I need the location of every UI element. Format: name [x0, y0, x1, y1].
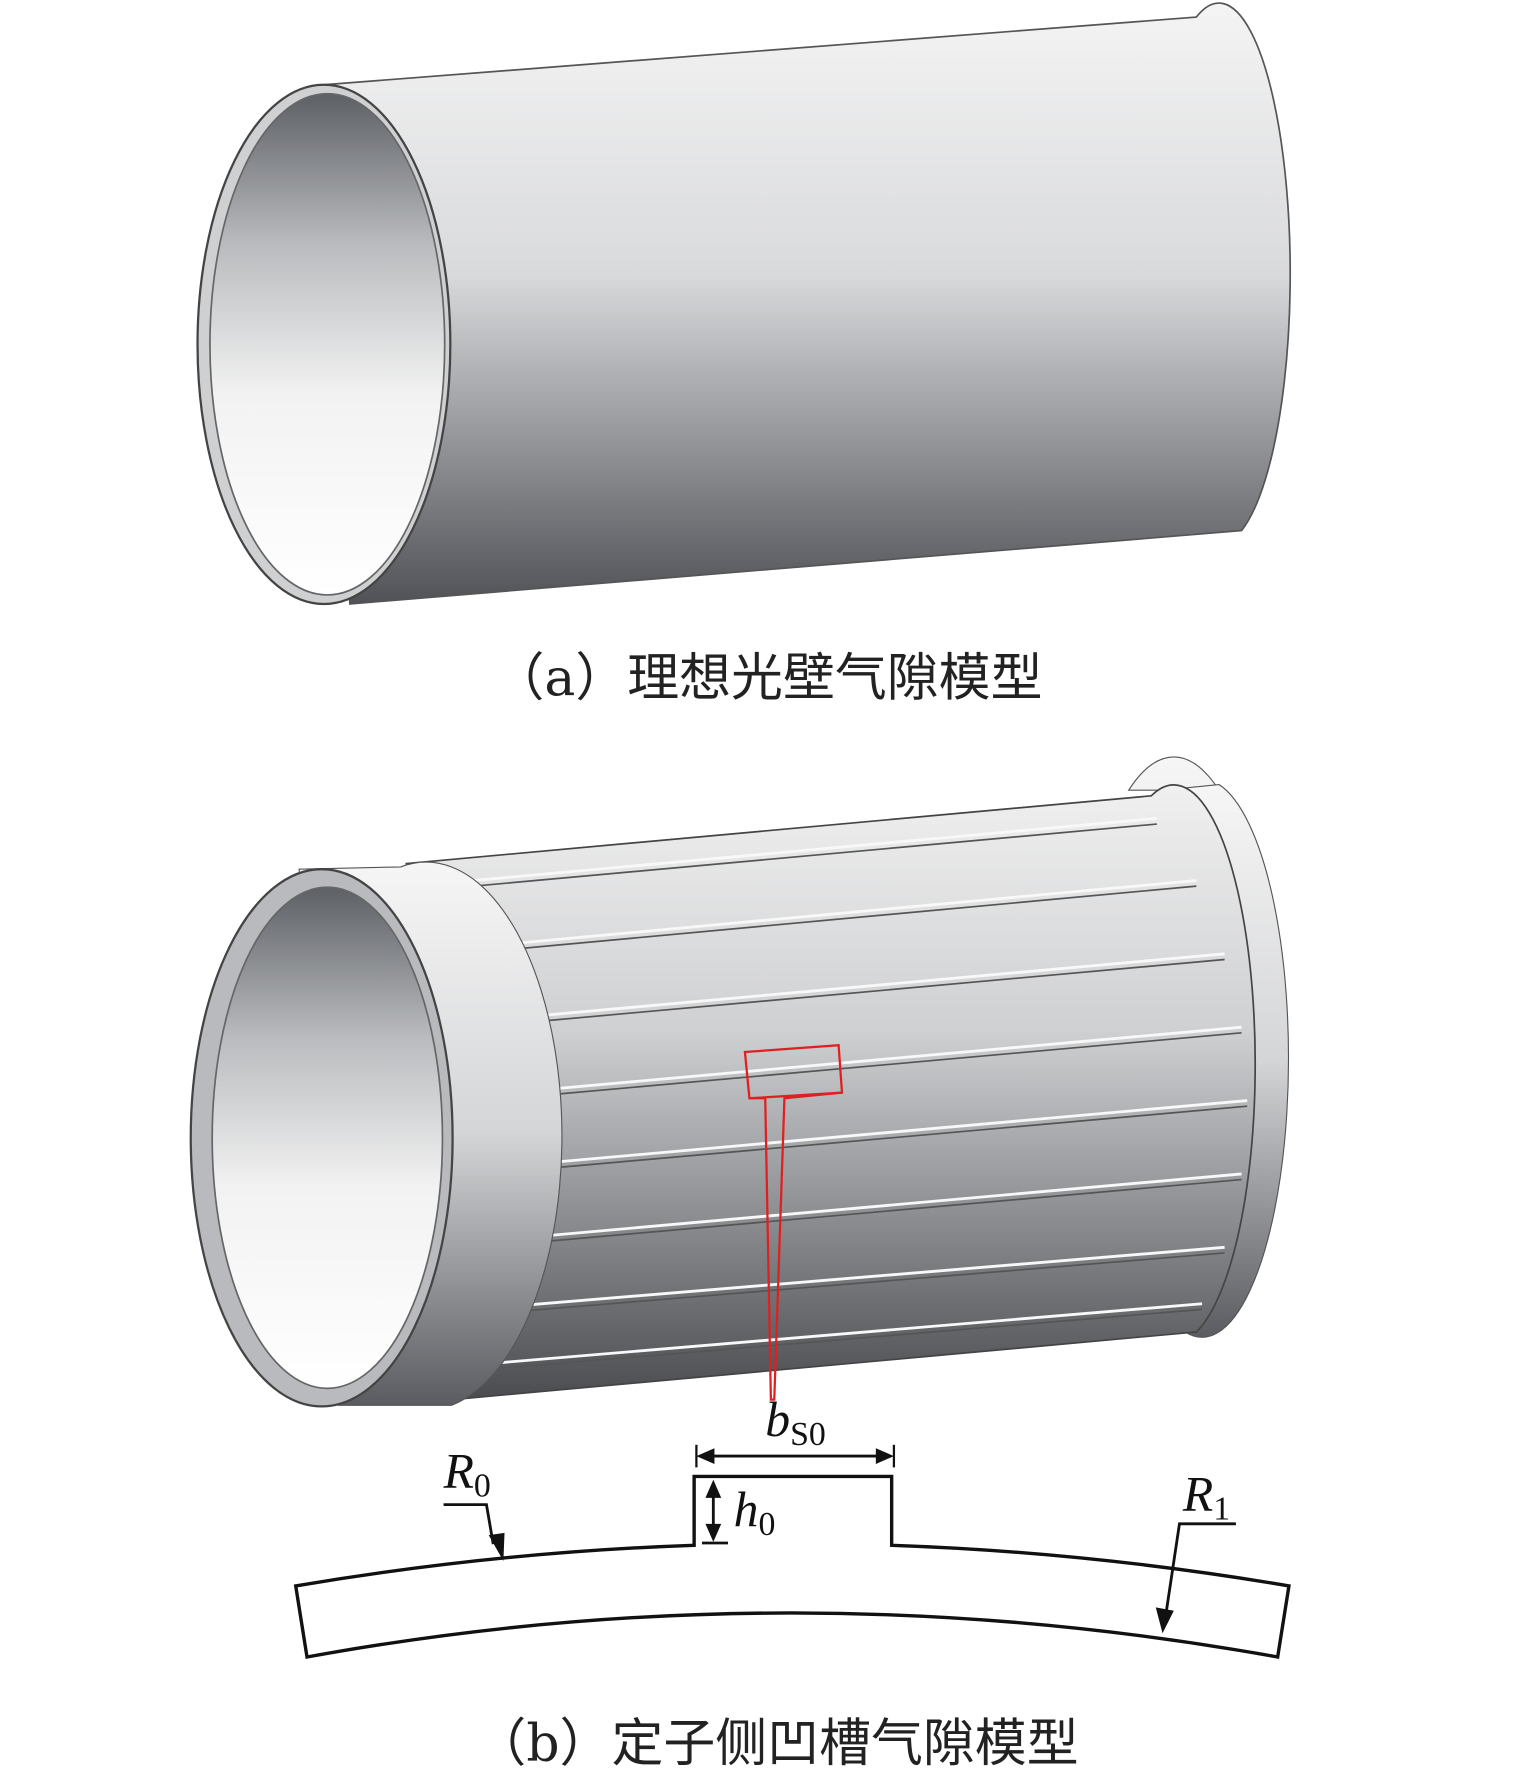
label-h0: h0	[734, 1482, 776, 1543]
groove-lines	[411, 816, 1248, 1368]
grooved-stator-cylinder	[189, 756, 1290, 1408]
caption-b: （b）定子侧凹槽气隙模型	[474, 1714, 1078, 1774]
label-r0: R0	[443, 1444, 491, 1505]
label-b-s0: bS0	[765, 1392, 826, 1453]
smooth-wall-cylinder	[196, 2, 1292, 606]
label-r1: R1	[1182, 1466, 1230, 1527]
groove-highlight	[743, 1044, 844, 1401]
groove-cross-section	[293, 1444, 1291, 1659]
caption-a: （a）理想光壁气隙模型	[492, 648, 1042, 708]
